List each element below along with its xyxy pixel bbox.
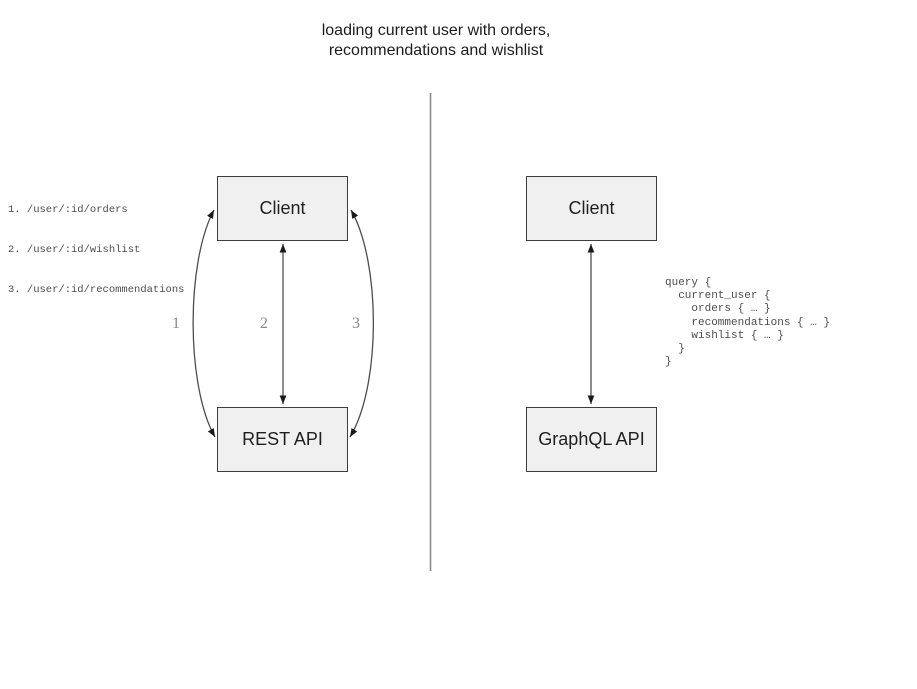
rest-api-node: REST API [217, 407, 348, 472]
rest-client-node: Client [217, 176, 348, 241]
rest-arrow-3-curve [349, 209, 375, 438]
rest-arrow-1-curve [192, 209, 216, 438]
rest-arrow-3-label: 3 [352, 315, 360, 332]
endpoint-item: 2. /user/:id/wishlist [8, 244, 141, 257]
rest-arrow-1-label: 1 [172, 315, 180, 332]
rest-endpoint-list: 1. /user/:id/orders 2. /user/:id/wishlis… [8, 177, 184, 324]
graphql-api-node-label: GraphQL API [538, 429, 645, 449]
endpoint-item: 1. /user/:id/orders [8, 203, 128, 216]
rest-client-node-label: Client [259, 198, 306, 218]
graphql-client-node: Client [526, 176, 657, 241]
rest-arrow-2-label: 2 [260, 315, 268, 332]
graphql-api-node: GraphQL API [526, 407, 657, 472]
endpoint-item: 3. /user/:id/recommendations [8, 284, 185, 297]
diagram-title: loading current user with orders, recomm… [321, 22, 551, 59]
graphql-query-code: query { current_user { orders { … } reco… [665, 277, 831, 369]
graphql-client-node-label: Client [568, 198, 615, 218]
rest-api-node-label: REST API [242, 429, 323, 449]
